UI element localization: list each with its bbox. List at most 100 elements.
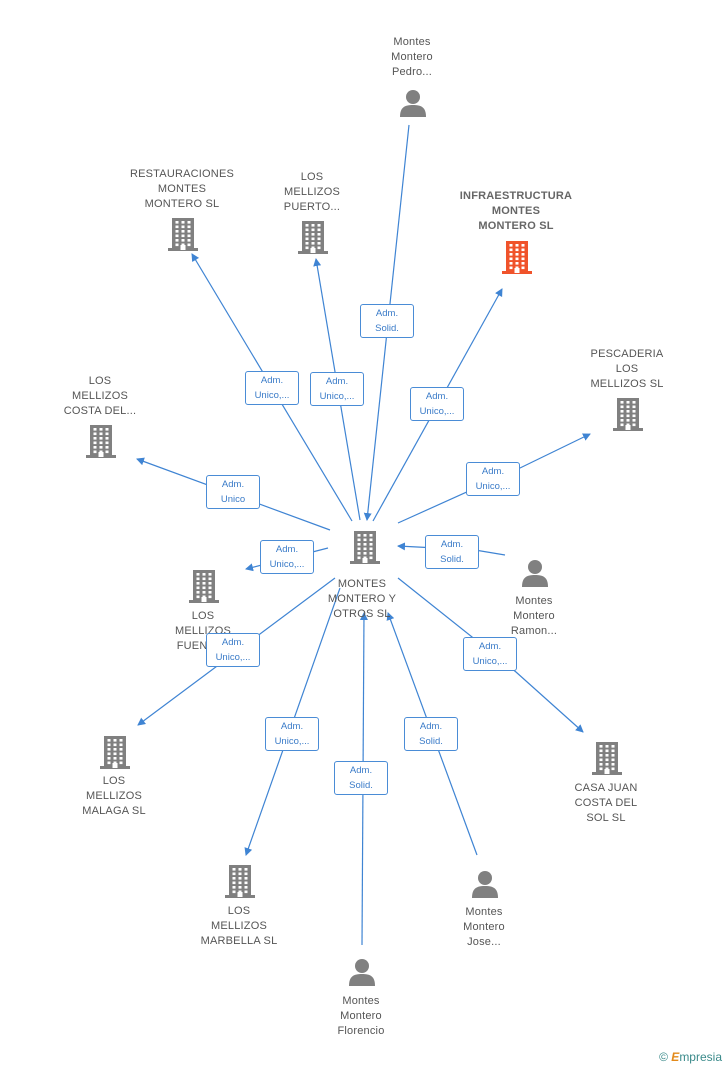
node-label-line: OTROS SL <box>333 608 391 620</box>
node-label-line: Pedro... <box>391 66 433 78</box>
edge-pescaderia <box>397 433 591 524</box>
building-icon <box>86 425 116 458</box>
node-label-line: Montes <box>515 595 553 607</box>
edge-label-malaga[interactable]: Adm. Unico,... <box>206 633 260 667</box>
edge-label-costadel[interactable]: Adm.Unico <box>206 475 260 509</box>
person-icon <box>349 959 375 986</box>
edge-label-line: Adm. <box>260 375 284 386</box>
edge-label-line: Unico,... <box>254 390 290 401</box>
node-label-line: RESTAURACIONES <box>129 168 235 180</box>
node-label-line: Florencio <box>337 1025 385 1037</box>
edge-label-line: Adm. <box>478 641 502 652</box>
edge-label-line: Unico,... <box>419 406 455 417</box>
node-label-line: SOL SL <box>586 812 626 824</box>
edge-label-florencio[interactable]: Adm. Solid. <box>334 761 388 795</box>
edge-label-line: Adm. <box>221 637 245 648</box>
edge-label-line: Unico,... <box>319 391 355 402</box>
node-label-line: PUERTO... <box>283 201 341 213</box>
edge-label-line: Unico,... <box>472 656 508 667</box>
node-label-line: MELLIZOS <box>85 790 142 802</box>
building-icon <box>350 531 380 564</box>
node-label-line: Montero <box>463 921 505 933</box>
node-label: INFRAESTRUCTURA MONTES MONTERO SL <box>451 189 581 234</box>
brand-initial: E <box>671 1050 680 1064</box>
edge-label-pescaderia[interactable]: Adm. Unico,... <box>466 462 520 496</box>
edge-label-casajuan[interactable]: Adm. Unico,... <box>463 637 517 671</box>
edge-label-line: Unico,... <box>269 559 305 570</box>
node-label-line: LOS <box>191 610 215 622</box>
edge-label-marbella[interactable]: Adm. Unico,... <box>265 717 319 751</box>
edge-label-line: Unico,... <box>274 736 310 747</box>
building-icon <box>100 736 130 769</box>
node-label-line: PESCADERIA <box>590 348 664 360</box>
node-label-line: MALAGA SL <box>82 805 146 817</box>
node-label-line: LOS <box>88 375 112 387</box>
node-label-line: LOS <box>102 775 126 787</box>
edge-label-line: Adm. <box>481 466 505 477</box>
node-label: LOS MELLIZOS COSTA DEL... <box>35 374 165 419</box>
node-label-line: CASA JUAN <box>574 782 638 794</box>
building-icon <box>298 221 328 254</box>
edge-label-line: Unico,... <box>475 481 511 492</box>
edge-label-fuengirola[interactable]: Adm.Unico,... <box>260 540 314 574</box>
edge-label-line: Adm. <box>280 721 304 732</box>
node-label-line: COSTA DEL <box>574 797 638 809</box>
building-icon <box>168 218 198 251</box>
edge-label-infraestructura[interactable]: Adm. Unico,... <box>410 387 464 421</box>
edge-label-jose[interactable]: Adm.Solid. <box>404 717 458 751</box>
edge-label-line: Adm. <box>425 391 449 402</box>
edge-label-line: Unico,... <box>215 652 251 663</box>
node-label-line: MARBELLA SL <box>200 935 278 947</box>
node-label-line: MELLIZOS <box>210 920 267 932</box>
edge-label-line: Adm. <box>440 539 464 550</box>
building-icon <box>502 241 532 274</box>
node-label-line: MELLIZOS <box>71 390 128 402</box>
node-label: LOS MELLIZOS PUERTO... <box>247 170 377 215</box>
node-label: RESTAURACIONES MONTES MONTERO SL <box>117 167 247 212</box>
brand-name: mpresia <box>679 1050 722 1064</box>
person-icon <box>400 90 426 117</box>
edge-label-line: Adm. <box>349 765 373 776</box>
node-label-line: Montero <box>340 1010 382 1022</box>
edge-label-line: Adm. <box>375 308 399 319</box>
node-label-line: MONTERO Y <box>327 593 397 605</box>
node-label-line: LOS <box>227 905 251 917</box>
person-icon <box>472 871 498 898</box>
node-label-line: MELLIZOS SL <box>590 378 664 390</box>
edge-label-pedro[interactable]: Adm. Solid. <box>360 304 414 338</box>
edge-label-ramon[interactable]: Adm. Solid. <box>425 535 479 569</box>
copyright-symbol: © <box>659 1050 668 1064</box>
node-label-line: COSTA DEL... <box>63 405 137 417</box>
building-icon <box>225 865 255 898</box>
node-label-line: MONTES <box>157 183 207 195</box>
node-label-line: Montes <box>393 36 431 48</box>
node-label: CASA JUAN COSTA DEL SOL SL <box>541 781 671 826</box>
person-icon <box>522 560 548 587</box>
node-label-line: INFRAESTRUCTURA <box>459 190 573 202</box>
edge-label-line: Adm. <box>221 479 245 490</box>
edge-label-line: Solid. <box>375 323 399 334</box>
edge-label-line: Solid. <box>440 554 464 565</box>
node-label-line: Montero <box>513 610 555 622</box>
edge-label-line: Adm. <box>419 721 443 732</box>
node-label-line: MONTES <box>491 205 541 217</box>
node-label: LOS MELLIZOS MALAGA SL <box>49 774 179 819</box>
building-icon <box>613 398 643 431</box>
node-label-line: MONTERO SL <box>478 220 554 232</box>
node-label-line: MELLIZOS <box>283 186 340 198</box>
node-label-line: MONTERO SL <box>144 198 220 210</box>
building-icon <box>189 570 219 603</box>
edge-label-restauraciones[interactable]: Adm. Unico,... <box>245 371 299 405</box>
edge-label-line: Solid. <box>349 780 373 791</box>
node-label-line: LOS <box>300 171 324 183</box>
node-label-line: MONTES <box>337 578 387 590</box>
node-label: MONTES MONTERO Y OTROS SL <box>297 577 427 622</box>
edge-label-puerto[interactable]: Adm.Unico,... <box>310 372 364 406</box>
node-label-line: Montes <box>342 995 380 1007</box>
brand-watermark: © Empresia <box>659 1050 722 1064</box>
node-label-line: Jose... <box>467 936 501 948</box>
